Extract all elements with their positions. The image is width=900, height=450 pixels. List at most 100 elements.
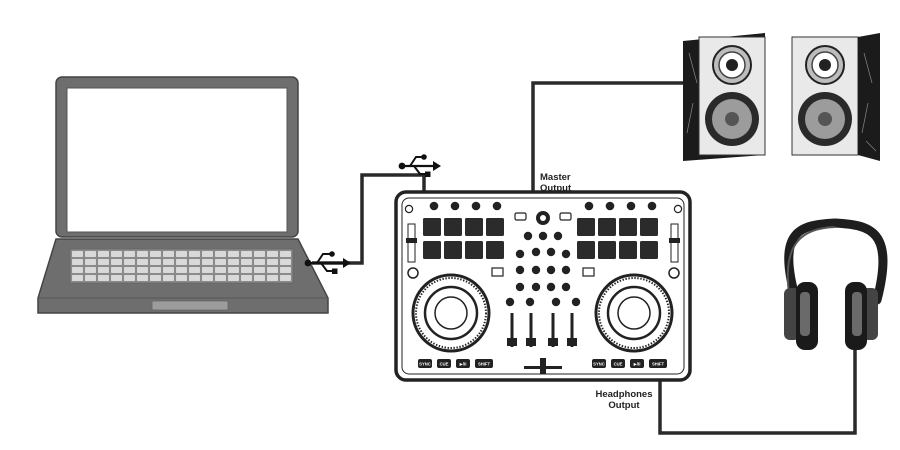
right-pad <box>598 218 616 236</box>
laptop-key <box>98 259 109 265</box>
laptop-key <box>189 267 200 273</box>
laptop-key <box>137 251 148 257</box>
right-pad <box>577 218 595 236</box>
laptop-key <box>215 275 226 281</box>
laptop-key <box>280 251 291 257</box>
laptop-key <box>189 275 200 281</box>
mixer-knob <box>531 247 541 257</box>
laptop-key <box>267 259 278 265</box>
mixer-knob <box>515 249 525 259</box>
laptop-key <box>124 251 135 257</box>
left-play-label: ▶/II <box>460 362 467 367</box>
top-knob <box>492 201 502 211</box>
laptop-key <box>176 259 187 265</box>
laptop-key <box>280 267 291 273</box>
mixer-knob <box>515 282 525 292</box>
mixer-knob <box>561 265 571 275</box>
laptop-key <box>137 259 148 265</box>
top-knob <box>673 204 683 214</box>
right-cue-label: CUE <box>614 362 623 367</box>
mixer-knob <box>525 297 535 307</box>
top-knob <box>429 201 439 211</box>
left-shift-button <box>475 359 493 368</box>
right-shift-button <box>649 359 667 368</box>
channel-fader-track <box>570 313 574 347</box>
mixer-knob <box>546 282 556 292</box>
laptop-key <box>111 251 122 257</box>
laptop-key <box>150 275 161 281</box>
laptop-key <box>72 259 83 265</box>
mixer-knob <box>561 282 571 292</box>
top-knob <box>450 201 460 211</box>
mixer-knob <box>515 265 525 275</box>
laptop-key <box>202 259 213 265</box>
laptop-key <box>85 259 96 265</box>
laptop-key <box>150 251 161 257</box>
laptop-key <box>137 275 148 281</box>
top-knob <box>626 201 636 211</box>
headphones-output-cable <box>658 345 857 435</box>
laptop-key <box>228 259 239 265</box>
headphones-output-label-line2: Output <box>608 400 640 411</box>
laptop-key <box>85 267 96 273</box>
speaker-icon <box>791 33 880 161</box>
left-pad <box>465 241 483 259</box>
laptop-key <box>189 259 200 265</box>
mixer-knob <box>553 231 563 241</box>
speaker-icon <box>683 33 766 161</box>
right-transport: SYNC CUE ▶/II SHIFT <box>592 359 667 368</box>
laptop-key <box>176 267 187 273</box>
top-knob <box>605 201 615 211</box>
laptop-key <box>228 251 239 257</box>
dj-controller-icon: SYNC CUE ▶/II SHIFT SYNC CUE ▶/II SHIFT <box>394 190 692 382</box>
laptop-key <box>163 251 174 257</box>
right-pad <box>577 241 595 259</box>
mixer-knob <box>551 297 561 307</box>
laptop-key <box>202 275 213 281</box>
laptop-key <box>124 259 135 265</box>
left-pad <box>444 241 462 259</box>
left-cue-button <box>437 359 451 368</box>
right-pad <box>640 241 658 259</box>
laptop-icon <box>37 76 329 314</box>
laptop-key <box>215 259 226 265</box>
mixer-knob <box>546 247 556 257</box>
laptop-key <box>267 275 278 281</box>
left-jog-wheel <box>411 273 491 353</box>
right-shift-label: SHIFT <box>652 362 665 367</box>
channel-fader-cap <box>507 338 517 346</box>
laptop-key <box>72 251 83 257</box>
laptop-key <box>163 267 174 273</box>
mixer-knob <box>538 231 548 241</box>
usb-icon <box>304 251 351 274</box>
channel-fader-cap <box>526 338 536 346</box>
laptop-key <box>241 267 252 273</box>
laptop-key <box>254 275 265 281</box>
headphones-output-label-line1: Headphones <box>595 389 652 400</box>
laptop-key <box>215 267 226 273</box>
right-pad <box>640 218 658 236</box>
left-pad <box>465 218 483 236</box>
left-sync-button <box>418 359 432 368</box>
laptop-key <box>228 267 239 273</box>
right-pad <box>598 241 616 259</box>
left-pad <box>444 218 462 236</box>
laptop-trackpad <box>151 300 229 311</box>
mixer-knob <box>531 265 541 275</box>
left-pad <box>486 241 504 259</box>
channel-fader-track <box>510 313 514 347</box>
laptop-key <box>228 275 239 281</box>
laptop-key <box>241 259 252 265</box>
laptop-key <box>163 259 174 265</box>
laptop-key <box>98 275 109 281</box>
mixer-knob <box>523 231 533 241</box>
master-output-cable <box>531 81 683 199</box>
laptop-key <box>85 251 96 257</box>
left-play-button <box>456 359 470 368</box>
left-transport: SYNC CUE ▶/II SHIFT <box>418 359 493 368</box>
usb-icon <box>398 154 441 177</box>
laptop-key <box>72 275 83 281</box>
right-jog-wheel <box>594 273 674 353</box>
laptop-key <box>176 251 187 257</box>
laptop-key <box>189 251 200 257</box>
